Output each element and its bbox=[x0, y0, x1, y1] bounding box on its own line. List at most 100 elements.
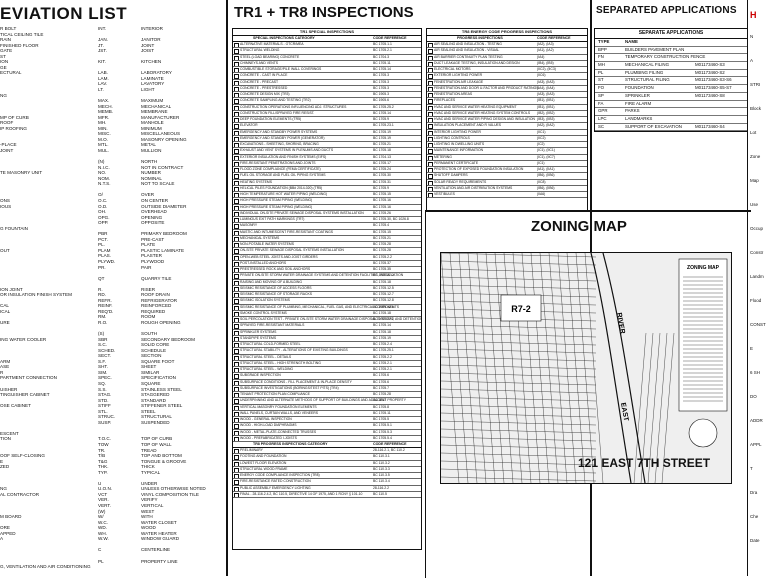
inspection-checkbox[interactable] bbox=[234, 174, 239, 179]
inspection-checkbox[interactable] bbox=[234, 349, 239, 354]
inspection-checkbox[interactable] bbox=[428, 74, 433, 79]
inspection-checkbox[interactable] bbox=[234, 336, 239, 341]
inspection-checkbox[interactable] bbox=[234, 124, 239, 129]
inspection-checkbox[interactable] bbox=[234, 449, 239, 454]
inspection-checkbox[interactable] bbox=[234, 161, 239, 166]
inspection-checkbox[interactable] bbox=[234, 118, 239, 123]
inspection-checkbox[interactable] bbox=[428, 124, 433, 129]
inspection-checkbox[interactable] bbox=[234, 311, 239, 316]
inspection-checkbox[interactable] bbox=[234, 343, 239, 348]
inspection-checkbox[interactable] bbox=[234, 193, 239, 198]
inspection-checkbox[interactable] bbox=[234, 168, 239, 173]
inspection-checkbox[interactable] bbox=[428, 186, 433, 191]
inspection-checkbox[interactable] bbox=[234, 93, 239, 98]
inspection-checkbox[interactable] bbox=[234, 143, 239, 148]
inspection-checkbox[interactable] bbox=[234, 368, 239, 373]
inspection-checkbox[interactable] bbox=[428, 155, 433, 160]
inspection-checkbox[interactable] bbox=[428, 174, 433, 179]
inspection-checkbox[interactable] bbox=[234, 480, 239, 485]
inspection-checkbox[interactable] bbox=[428, 149, 433, 154]
inspection-checkbox[interactable] bbox=[234, 286, 239, 291]
inspection-checkbox[interactable] bbox=[428, 105, 433, 110]
inspection-checkbox[interactable] bbox=[428, 49, 433, 54]
inspection-checkbox[interactable] bbox=[234, 180, 239, 185]
inspection-checkbox[interactable] bbox=[234, 461, 239, 466]
abbreviation-cell: ASE bbox=[0, 364, 10, 370]
inspection-checkbox[interactable] bbox=[428, 136, 433, 141]
inspection-checkbox[interactable] bbox=[234, 74, 239, 79]
inspection-checkbox[interactable] bbox=[428, 161, 433, 166]
inspection-checkbox[interactable] bbox=[234, 330, 239, 335]
inspection-checkbox[interactable] bbox=[234, 474, 239, 479]
inspection-checkbox[interactable] bbox=[234, 218, 239, 223]
inspection-checkbox[interactable] bbox=[234, 405, 239, 410]
inspection-checkbox[interactable] bbox=[428, 130, 433, 135]
inspection-checkbox[interactable] bbox=[234, 411, 239, 416]
inspection-checkbox[interactable] bbox=[234, 80, 239, 85]
inspection-checkbox[interactable] bbox=[428, 43, 433, 48]
inspection-checkbox[interactable] bbox=[234, 249, 239, 254]
inspection-checkbox[interactable] bbox=[234, 86, 239, 91]
inspection-checkbox[interactable] bbox=[234, 230, 239, 235]
inspection-checkbox[interactable] bbox=[234, 418, 239, 423]
inspection-checkbox[interactable] bbox=[234, 199, 239, 204]
inspection-checkbox[interactable] bbox=[234, 393, 239, 398]
inspection-checkbox[interactable] bbox=[428, 99, 433, 104]
inspection-checkbox[interactable] bbox=[234, 486, 239, 491]
inspection-checkbox[interactable] bbox=[234, 55, 239, 60]
inspection-checkbox[interactable] bbox=[234, 155, 239, 160]
inspection-checkbox[interactable] bbox=[234, 436, 239, 441]
inspection-checkbox[interactable] bbox=[234, 424, 239, 429]
inspection-checkbox[interactable] bbox=[234, 455, 239, 460]
inspection-checkbox[interactable] bbox=[234, 274, 239, 279]
inspection-checkbox[interactable] bbox=[234, 49, 239, 54]
inspection-checkbox[interactable] bbox=[234, 61, 239, 66]
inspection-checkbox[interactable] bbox=[428, 61, 433, 66]
inspection-checkbox[interactable] bbox=[428, 111, 433, 116]
inspection-checkbox[interactable] bbox=[234, 318, 239, 323]
inspection-checkbox[interactable] bbox=[428, 55, 433, 60]
inspection-checkbox[interactable] bbox=[234, 305, 239, 310]
inspection-checkbox[interactable] bbox=[234, 99, 239, 104]
inspection-checkbox[interactable] bbox=[234, 299, 239, 304]
inspection-checkbox[interactable] bbox=[234, 280, 239, 285]
inspection-checkbox[interactable] bbox=[234, 268, 239, 273]
inspection-checkbox[interactable] bbox=[234, 374, 239, 379]
inspection-checkbox[interactable] bbox=[234, 68, 239, 73]
inspection-checkbox[interactable] bbox=[234, 149, 239, 154]
inspection-checkbox[interactable] bbox=[428, 93, 433, 98]
inspection-checkbox[interactable] bbox=[234, 293, 239, 298]
inspection-checkbox[interactable] bbox=[234, 205, 239, 210]
inspection-checkbox[interactable] bbox=[234, 492, 239, 497]
inspection-checkbox[interactable] bbox=[234, 255, 239, 260]
inspection-checkbox[interactable] bbox=[234, 224, 239, 229]
inspection-checkbox[interactable] bbox=[234, 361, 239, 366]
inspection-checkbox[interactable] bbox=[234, 211, 239, 216]
inspection-checkbox[interactable] bbox=[428, 143, 433, 148]
inspection-checkbox[interactable] bbox=[234, 130, 239, 135]
inspection-checkbox[interactable] bbox=[234, 186, 239, 191]
inspection-checkbox[interactable] bbox=[428, 86, 433, 91]
inspection-checkbox[interactable] bbox=[234, 386, 239, 391]
abbreviation-cell: MEMB. bbox=[98, 109, 114, 115]
inspection-checkbox[interactable] bbox=[234, 399, 239, 404]
inspection-checkbox[interactable] bbox=[428, 118, 433, 123]
inspection-checkbox[interactable] bbox=[234, 355, 239, 360]
inspection-checkbox[interactable] bbox=[234, 136, 239, 141]
inspection-checkbox[interactable] bbox=[234, 236, 239, 241]
inspection-checkbox[interactable] bbox=[234, 243, 239, 248]
inspection-checkbox[interactable] bbox=[234, 324, 239, 329]
inspection-checkbox[interactable] bbox=[428, 180, 433, 185]
inspection-category: INSULATION PLACEMENT AND R VALUES bbox=[434, 123, 502, 128]
inspection-checkbox[interactable] bbox=[428, 68, 433, 73]
inspection-checkbox[interactable] bbox=[234, 430, 239, 435]
inspection-checkbox[interactable] bbox=[234, 261, 239, 266]
inspection-checkbox[interactable] bbox=[234, 43, 239, 48]
inspection-checkbox[interactable] bbox=[428, 168, 433, 173]
inspection-checkbox[interactable] bbox=[428, 193, 433, 198]
inspection-checkbox[interactable] bbox=[428, 80, 433, 85]
inspection-checkbox[interactable] bbox=[234, 380, 239, 385]
inspection-checkbox[interactable] bbox=[234, 105, 239, 110]
inspection-checkbox[interactable] bbox=[234, 111, 239, 116]
inspection-checkbox[interactable] bbox=[234, 467, 239, 472]
